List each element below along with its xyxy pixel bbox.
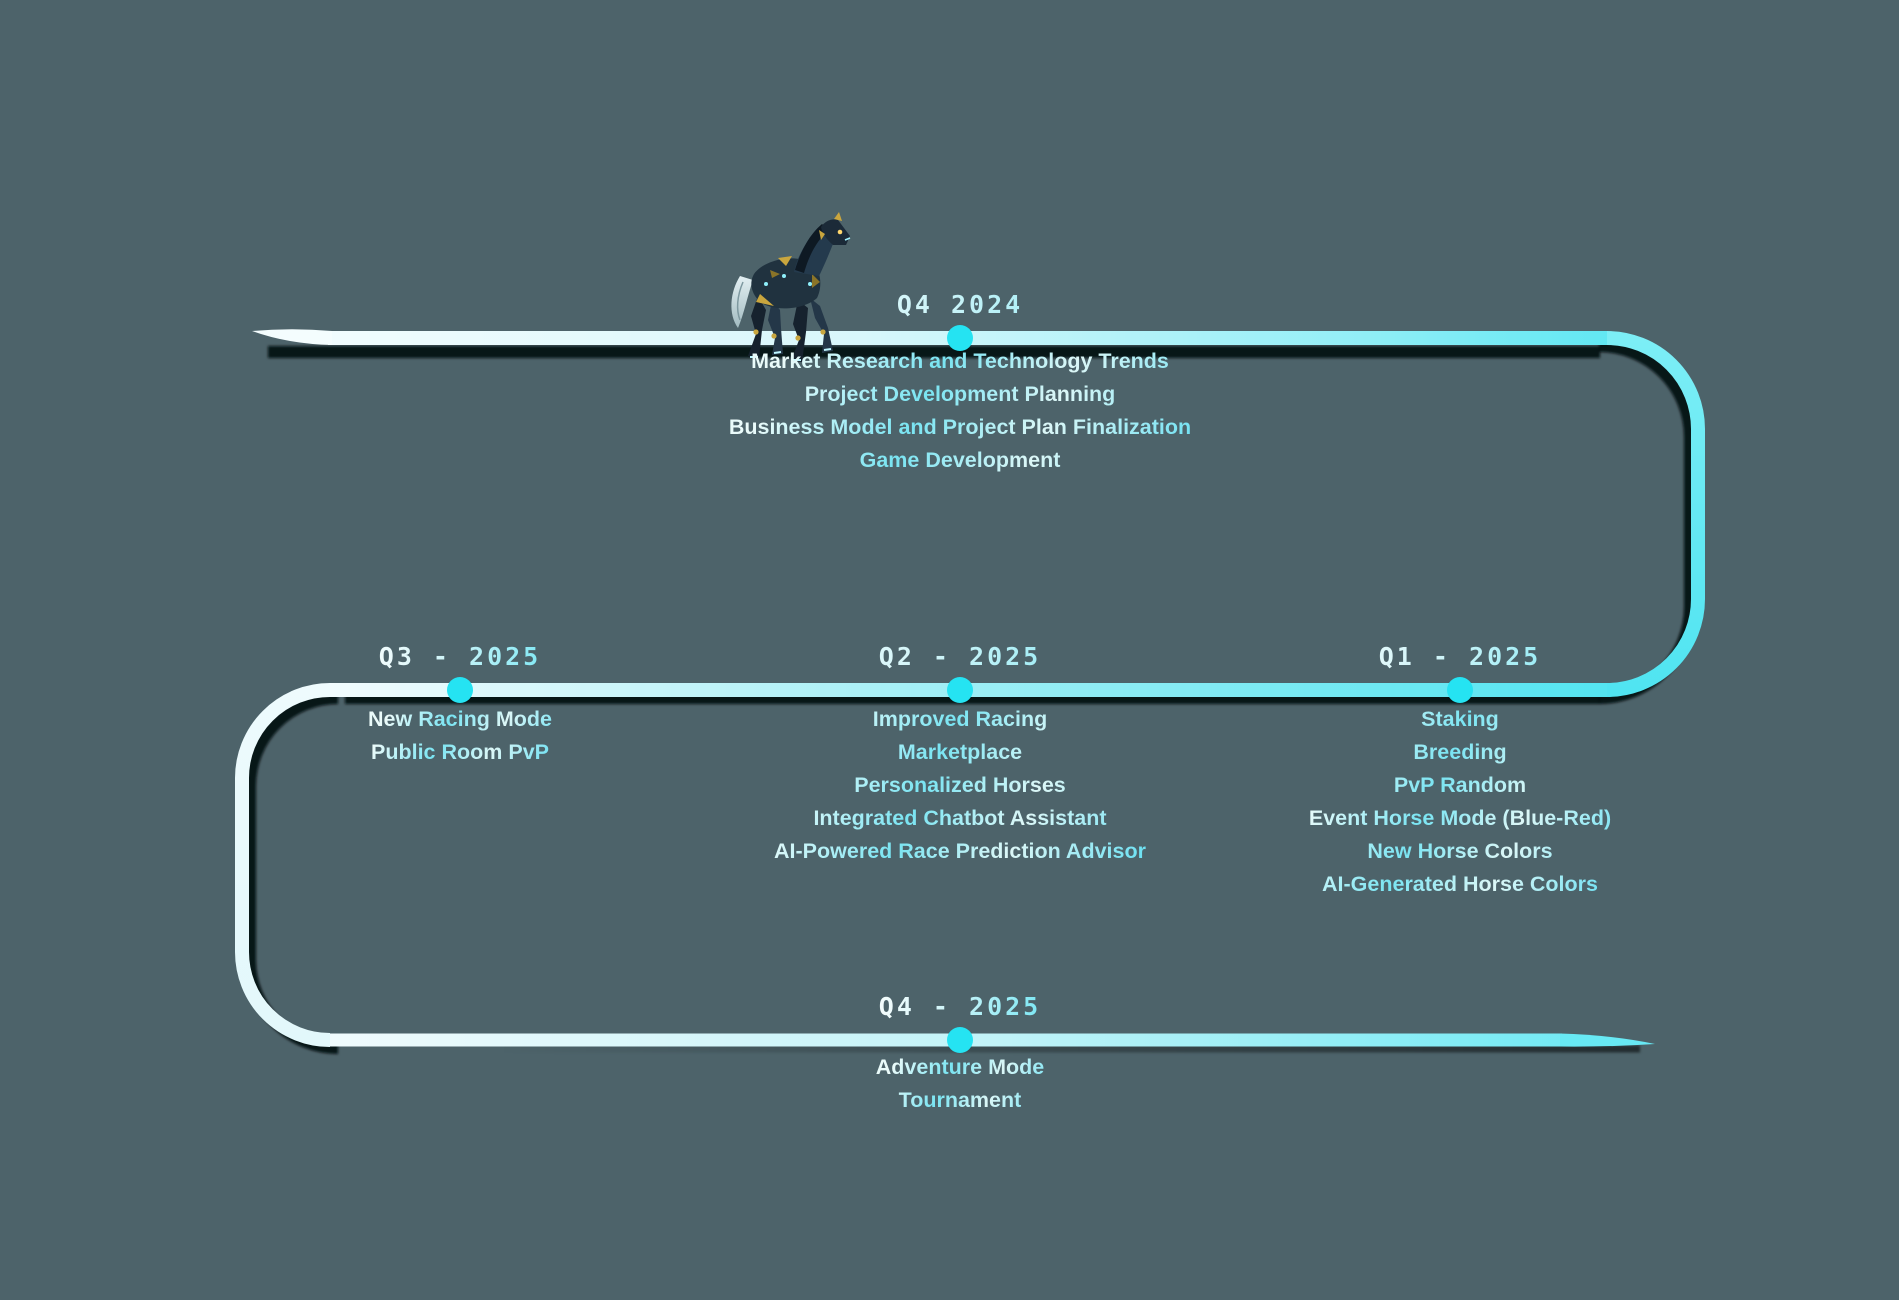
milestone-dot-q3-2025 xyxy=(447,677,473,703)
milestone-q2-2025: Q2 - 2025 Improved Racing Marketplace Pe… xyxy=(774,642,1146,868)
milestone-dot-q4-2025 xyxy=(947,1027,973,1053)
milestone-item: Business Model and Project Plan Finaliza… xyxy=(728,415,1192,439)
milestone-item: Market Research and Technology Trends xyxy=(751,349,1169,373)
milestone-q4-2024: Q4 2024 Market Research and Technology T… xyxy=(729,290,1191,477)
milestone-item: Project Development Planning xyxy=(804,382,1116,406)
milestone-q1-2025: Q1 - 2025 Staking Breeding PvP Random Ev… xyxy=(1309,642,1611,901)
milestone-dot-q1-2025 xyxy=(1447,677,1473,703)
milestone-label: Q3 - 2025 xyxy=(368,642,552,671)
robot-horse-icon xyxy=(731,212,851,362)
milestone-items: New Racing Mode Public Room PvP xyxy=(368,703,552,769)
milestone-item: Adventure Mode xyxy=(875,1055,1045,1079)
milestone-item: Personalized Horses xyxy=(854,773,1066,797)
milestone-item: Integrated Chatbot Assistant xyxy=(813,806,1107,830)
timeline-row1-start-taper xyxy=(252,329,332,345)
timeline-shadow xyxy=(244,340,1696,1054)
timeline-left-curve xyxy=(235,683,331,1047)
milestone-item: PvP Random xyxy=(1393,773,1527,797)
milestone-item: Game Development xyxy=(859,448,1061,472)
milestone-item: AI-Powered Race Prediction Advisor xyxy=(774,839,1146,863)
milestone-item: Public Room PvP xyxy=(370,740,549,764)
milestone-label: Q2 - 2025 xyxy=(774,642,1146,671)
milestone-item: Breeding xyxy=(1413,740,1507,764)
milestone-label: Q4 - 2025 xyxy=(876,992,1044,1021)
milestone-item: Staking xyxy=(1421,707,1499,731)
milestone-item: Event Horse Mode (Blue-Red) xyxy=(1308,806,1612,830)
milestone-dot-q4-2024 xyxy=(947,325,973,351)
milestone-items: Improved Racing Marketplace Personalized… xyxy=(774,703,1146,868)
milestone-item: New Racing Mode xyxy=(368,707,552,731)
milestone-item: Marketplace xyxy=(897,740,1023,764)
timeline-row3-end-taper xyxy=(1560,1033,1655,1047)
milestone-item: Tournament xyxy=(898,1088,1022,1112)
milestone-q3-2025: Q3 - 2025 New Racing Mode Public Room Pv… xyxy=(368,642,552,769)
robot-horse-illustration xyxy=(726,212,864,368)
milestone-label: Q4 2024 xyxy=(729,290,1191,319)
milestone-item: Improved Racing xyxy=(872,707,1048,731)
milestone-q4-2025: Q4 - 2025 Adventure Mode Tournament xyxy=(876,992,1044,1117)
milestone-items: Market Research and Technology Trends Pr… xyxy=(729,345,1191,477)
milestone-items: Staking Breeding PvP Random Event Horse … xyxy=(1309,703,1611,901)
milestone-label: Q1 - 2025 xyxy=(1309,642,1611,671)
milestone-item: AI-Generated Horse Colors xyxy=(1322,872,1598,896)
milestone-items: Adventure Mode Tournament xyxy=(876,1051,1044,1117)
timeline-right-curve xyxy=(1606,331,1705,697)
milestone-dot-q2-2025 xyxy=(947,677,973,703)
milestone-item: New Horse Colors xyxy=(1367,839,1553,863)
